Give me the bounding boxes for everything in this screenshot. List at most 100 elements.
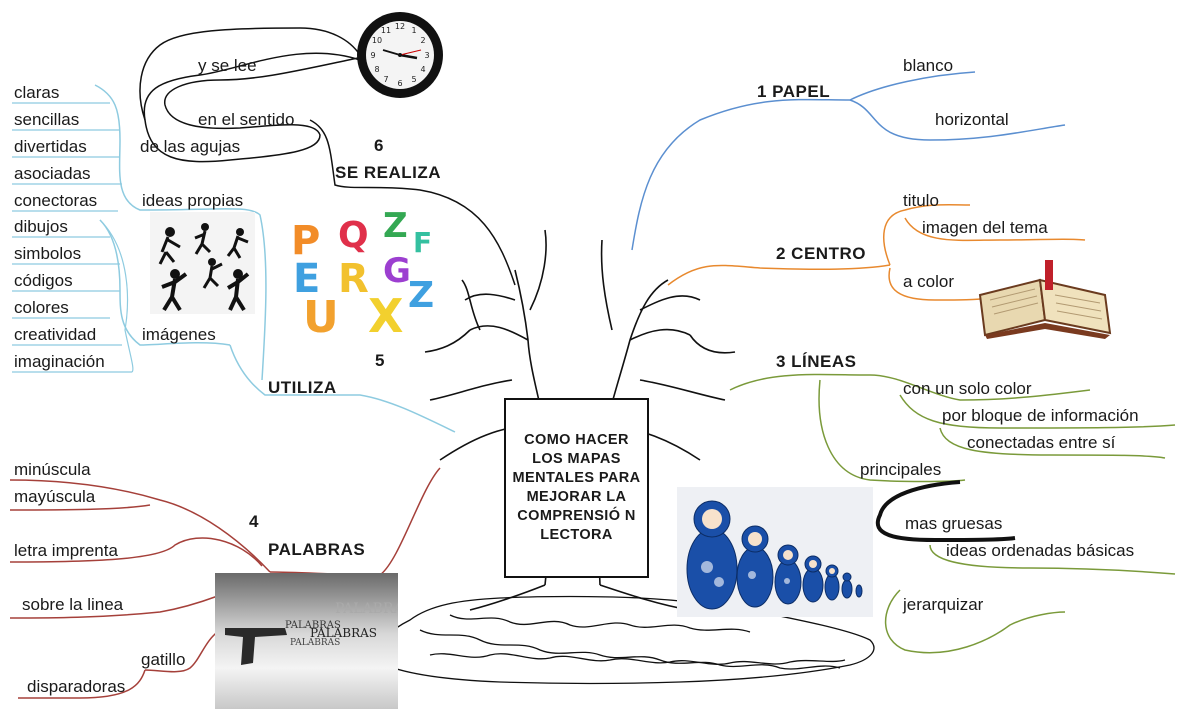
lineas-jerarquizar-line (884, 589, 1066, 654)
papel-item-blanco[interactable]: blanco (903, 56, 954, 75)
branch-utiliza-label[interactable]: UTILIZA (268, 378, 337, 397)
clock-number: 5 (411, 75, 416, 84)
realiza-branch-line (309, 119, 516, 286)
branch-papel-label[interactable]: 1 PAPEL (757, 82, 831, 101)
utiliza-list1-lines (12, 102, 122, 212)
lineas-branch-line (729, 373, 1091, 401)
realiza-item-se-lee[interactable]: y se lee (198, 56, 257, 75)
palabras-item-imprenta[interactable]: letra imprenta (14, 541, 118, 560)
central-topic-box[interactable]: COMO HACER LOS MAPAS MENTALES PARA MEJOR… (504, 398, 649, 578)
realiza-item-agujas[interactable]: de las agujas (140, 137, 241, 156)
utiliza-imagenes-line (99, 219, 231, 346)
lineas-item-ordenadas[interactable]: ideas ordenadas básicas (946, 541, 1135, 560)
palabras-gatillo-line (144, 629, 221, 673)
clock-number: 8 (374, 65, 379, 74)
centro-color-line (888, 267, 991, 301)
papel-item-horizontal[interactable]: horizontal (935, 110, 1009, 129)
letter-glyph: P (291, 218, 320, 264)
gun-word: PALABRAS (290, 638, 340, 648)
palabras-item-disparadoras[interactable]: disparadoras (27, 677, 126, 696)
letter-glyph: X (368, 289, 403, 342)
centro-item-color[interactable]: a color (903, 272, 955, 291)
utiliza-item-divertidas[interactable]: divertidas (14, 137, 87, 156)
letter-glyph: R (338, 256, 369, 302)
clock-number: 1 (411, 26, 416, 35)
papel-horizontal-line (849, 99, 1066, 141)
centro-titulo-line (883, 203, 971, 266)
letter-glyph: U (303, 292, 339, 342)
lineas-conectadas-line (939, 427, 1166, 459)
branch-realiza-number: 6 (374, 136, 384, 155)
lineas-item-solo-color[interactable]: con un solo color (903, 379, 1032, 398)
matryoshka-dolls-image (677, 487, 873, 617)
clock-icon: 12 1 2 3 4 5 6 7 8 9 10 11 (355, 10, 445, 100)
palabras-mayuscula-line (9, 504, 151, 511)
utiliza-item-imaginacion[interactable]: imaginación (14, 352, 105, 371)
palabras-disparadoras-line (18, 669, 146, 699)
lineas-gruesas-line (876, 480, 1016, 543)
branch-utiliza-number: 5 (375, 351, 385, 370)
gun-word: PALABRAS (335, 601, 398, 617)
utiliza-list2-lines (12, 236, 132, 373)
letter-glyph: Q (338, 215, 369, 256)
palabras-item-minuscula[interactable]: minúscula (14, 460, 91, 479)
centro-item-titulo[interactable]: titulo (903, 191, 939, 210)
utiliza-item-conectoras[interactable]: conectoras (14, 191, 98, 210)
clock-number: 10 (372, 36, 382, 45)
branch-centro-label[interactable]: 2 CENTRO (776, 244, 866, 263)
centro-item-imagen[interactable]: imagen del tema (922, 218, 1048, 237)
palabras-item-linea[interactable]: sobre la linea (22, 595, 124, 614)
lineas-ordenadas-line (929, 544, 1176, 575)
palabras-item-mayuscula[interactable]: mayúscula (14, 487, 96, 506)
dancing-figures-image (150, 212, 255, 314)
clock-number: 11 (381, 26, 391, 35)
lineas-item-bloque[interactable]: por bloque de información (942, 406, 1139, 425)
utiliza-branch-line (229, 344, 456, 433)
realiza-tail-line (139, 27, 361, 121)
palabras-minuscula-line (9, 479, 271, 573)
utiliza-item-ideas-propias[interactable]: ideas propias (142, 191, 244, 210)
branch-realiza-label[interactable]: SE REALIZA (335, 163, 442, 182)
utiliza-item-asociadas[interactable]: asociadas (14, 164, 91, 183)
palabras-item-gatillo[interactable]: gatillo (141, 650, 186, 669)
utiliza-item-colores[interactable]: colores (14, 298, 69, 317)
palabras-imprenta-line (9, 537, 263, 567)
clock-number: 4 (420, 65, 425, 74)
lineas-bloque-line (899, 394, 1176, 429)
open-book-icon (975, 255, 1115, 340)
utiliza-item-simbolos[interactable]: simbolos (14, 244, 82, 263)
letter-glyph: Z (408, 275, 434, 316)
utiliza-item-sencillas[interactable]: sencillas (14, 110, 80, 129)
centro-imagen-line (904, 217, 1086, 242)
letter-glyph: Z (383, 206, 408, 246)
clock-number: 6 (397, 79, 402, 88)
utiliza-item-claras[interactable]: claras (14, 83, 60, 102)
branch-lineas-label[interactable]: 3 LÍNEAS (776, 352, 857, 371)
clock-number: 7 (383, 75, 388, 84)
lineas-item-gruesas[interactable]: mas gruesas (905, 514, 1003, 533)
letter-glyph: E (293, 256, 320, 302)
clock-number: 3 (424, 51, 429, 60)
lineas-item-principales[interactable]: principales (860, 460, 942, 479)
leaves-ground (377, 595, 875, 685)
branch-palabras-label[interactable]: PALABRAS (268, 540, 366, 559)
gun-words-image: PALABRAS PALABRAS PALABRAS PALABRAS (215, 573, 398, 709)
clock-number: 9 (370, 51, 375, 60)
centro-branch-line (667, 264, 891, 286)
clock-number: 12 (395, 22, 405, 31)
utiliza-ideas-line (94, 84, 267, 381)
utiliza-item-dibujos[interactable]: dibujos (14, 217, 68, 236)
utiliza-item-imagenes[interactable]: imágenes (142, 325, 216, 344)
utiliza-list2-connector (99, 219, 134, 373)
utiliza-item-codigos[interactable]: códigos (14, 271, 73, 290)
central-topic-title: COMO HACER LOS MAPAS MENTALES PARA MEJOR… (512, 432, 641, 543)
papel-branch-line (631, 71, 976, 251)
lineas-item-conectadas[interactable]: conectadas entre sí (967, 433, 1116, 452)
branch-palabras-number: 4 (249, 512, 259, 531)
gun-word: PALABRAS (285, 620, 341, 631)
realiza-item-sentido[interactable]: en el sentido (198, 110, 295, 129)
gun-word: PALABRAS (310, 626, 377, 640)
utiliza-item-creatividad[interactable]: creatividad (14, 325, 97, 344)
lineas-item-jerarquizar[interactable]: jerarquizar (903, 595, 984, 614)
